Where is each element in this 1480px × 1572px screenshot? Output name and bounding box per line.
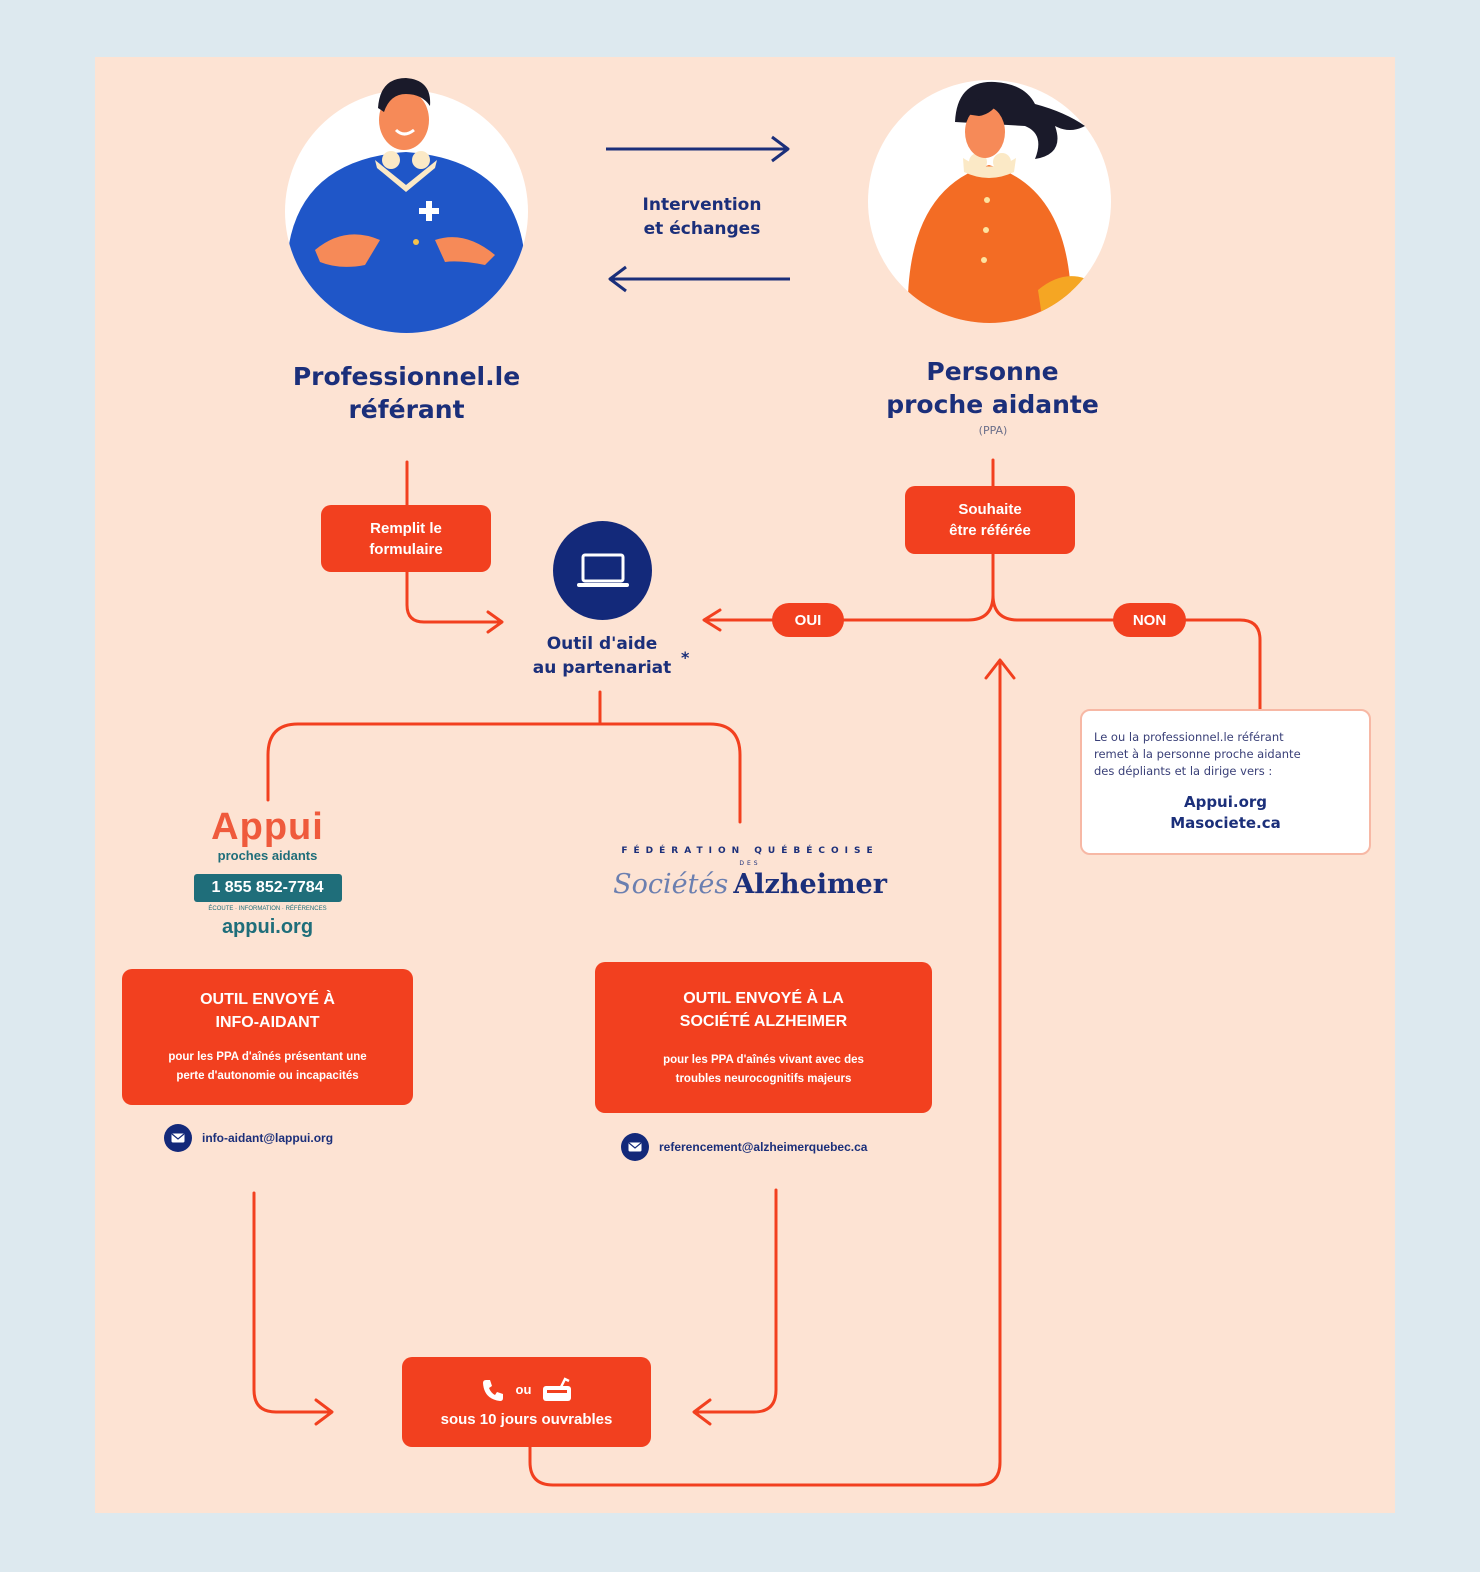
callback-box: ou sous 10 jours ouvrables [402, 1357, 651, 1447]
professional-title-line2: référant [348, 395, 465, 424]
alzheimer-email-row[interactable]: referencement@alzheimerquebec.ca [621, 1133, 867, 1161]
box-alzheimer: OUTIL ENVOYÉ À LA SOCIÉTÉ ALZHEIMER pour… [595, 962, 932, 1113]
fqsa-top-line: FÉDÉRATION QUÉBÉCOISE [621, 846, 879, 856]
box-info-aidant: OUTIL ENVOYÉ À INFO-AIDANT pour les PPA … [122, 969, 413, 1105]
caregiver-head-icon [955, 81, 1085, 159]
referral-link-appui[interactable]: Appui.org [1183, 793, 1268, 811]
professional-title-line1: Professionnel.le [292, 362, 521, 391]
mail-icon [164, 1124, 192, 1152]
fqsa-societes: Sociétés [613, 869, 729, 900]
line-callback-loop [528, 660, 1002, 1487]
arrow-left-to-callback [314, 1398, 334, 1426]
line-right-to-callback [694, 1188, 778, 1414]
alzheimer-email[interactable]: referencement@alzheimerquebec.ca [659, 1140, 868, 1154]
line-form-to-tool [405, 570, 502, 624]
professional-title: Professionnel.le référant [270, 360, 543, 426]
step-wish-referral: Souhaite être référée [905, 486, 1075, 554]
line-non [991, 593, 1262, 712]
box-info-aidant-desc-line1: pour les PPA d'aînés présentant une [168, 1051, 367, 1063]
box-alzheimer-desc: pour les PPA d'aînés vivant avec des tro… [663, 1051, 864, 1089]
box-info-aidant-title-line2: INFO-AIDANT [215, 1014, 320, 1031]
caregiver-abbr: (PPA) [978, 424, 1008, 437]
laptop-icon [553, 521, 652, 620]
arrow-form-to-tool [486, 610, 504, 634]
appui-site[interactable]: appui.org [221, 916, 314, 938]
professional-head-icon [378, 78, 431, 150]
exchange-label-line2: et échanges [643, 219, 761, 239]
step-wish-line1: Souhaite [958, 501, 1022, 518]
fqsa-logo: FÉDÉRATION QUÉBÉCOISE DES Sociétés Alzhe… [600, 846, 900, 900]
box-info-aidant-desc: pour les PPA d'aînés présentant une pert… [168, 1048, 366, 1086]
arrow-oui [702, 608, 722, 632]
tool-asterisk: * [681, 648, 690, 667]
appui-logo: Appui proches aidants 1 855 852-7784 ÉCO… [185, 806, 350, 940]
step-wish-line2: être référée [949, 522, 1031, 539]
tool-label-line2: au partenariat [532, 658, 672, 678]
appui-logo-text: Appui [211, 806, 324, 848]
line-oui [704, 593, 995, 622]
phone-icon [482, 1379, 503, 1401]
appui-subtitle: proches aidants [217, 848, 318, 863]
exchange-label: Intervention et échanges [614, 193, 790, 241]
box-info-aidant-title-line1: OUTIL ENVOYÉ À [200, 991, 335, 1008]
box-info-aidant-title: OUTIL ENVOYÉ À INFO-AIDANT [200, 988, 335, 1034]
box-alzheimer-title-line2: SOCIÉTÉ ALZHEIMER [679, 1012, 848, 1030]
arrow-right-to-callback [692, 1398, 712, 1426]
exchange-label-line1: Intervention [642, 195, 762, 215]
exchange-arrows [606, 135, 790, 293]
info-aidant-email[interactable]: info-aidant@lappui.org [202, 1131, 334, 1145]
callback-ou: ou [515, 1382, 532, 1397]
info-aidant-email-row[interactable]: info-aidant@lappui.org [164, 1124, 333, 1152]
referral-link-masociete[interactable]: Masociete.ca [1170, 814, 1281, 832]
caregiver-title: Personne proche aidante [860, 355, 1125, 421]
caregiver-title-line2: proche aidante [886, 390, 1099, 419]
box-alzheimer-desc-line2: troubles neurocognitifs majeurs [675, 1072, 852, 1085]
box-alzheimer-title-line1: OUTIL ENVOYÉ À LA [683, 989, 844, 1007]
non-pill: NON [1113, 603, 1186, 637]
tool-label-line1: Outil d'aide [546, 634, 658, 654]
referral-card-line3: des dépliants et la dirige vers : [1094, 764, 1273, 778]
box-alzheimer-title: OUTIL ENVOYÉ À LA SOCIÉTÉ ALZHEIMER [680, 987, 847, 1033]
box-alzheimer-desc-line1: pour les PPA d'aînés vivant avec des [663, 1053, 864, 1066]
callback-delay: sous 10 jours ouvrables [440, 1410, 613, 1428]
referral-card: Le ou la professionnel.le référant remet… [1080, 709, 1371, 855]
appui-tagline: ÉCOUTE · INFORMATION · RÉFÉRENCES [208, 906, 327, 912]
caregiver-title-line1: Personne [926, 357, 1059, 386]
arrow-callback-loop [984, 658, 1016, 680]
referral-card-text: Le ou la professionnel.le référant remet… [1094, 729, 1357, 780]
box-info-aidant-desc-line2: perte d'autonomie ou incapacités [176, 1070, 359, 1082]
appui-phone: 1 855 852-7784 [193, 874, 342, 902]
mail-icon [543, 1376, 572, 1401]
fqsa-des: DES [739, 860, 761, 867]
step-fill-form-line2: formulaire [369, 540, 443, 558]
referral-card-line2: remet à la personne proche aidante [1094, 747, 1301, 761]
line-left-to-callback [252, 1191, 332, 1414]
step-fill-form-line1: Remplit le [370, 519, 442, 537]
mail-icon [621, 1133, 649, 1161]
step-fill-form: Remplit le formulaire [321, 505, 491, 572]
line-tool-branches [266, 722, 742, 824]
fqsa-alzheimer: Alzheimer [733, 869, 887, 900]
tool-label: Outil d'aide au partenariat [512, 632, 692, 680]
oui-pill: OUI [772, 603, 844, 637]
referral-card-line1: Le ou la professionnel.le référant [1094, 730, 1284, 744]
